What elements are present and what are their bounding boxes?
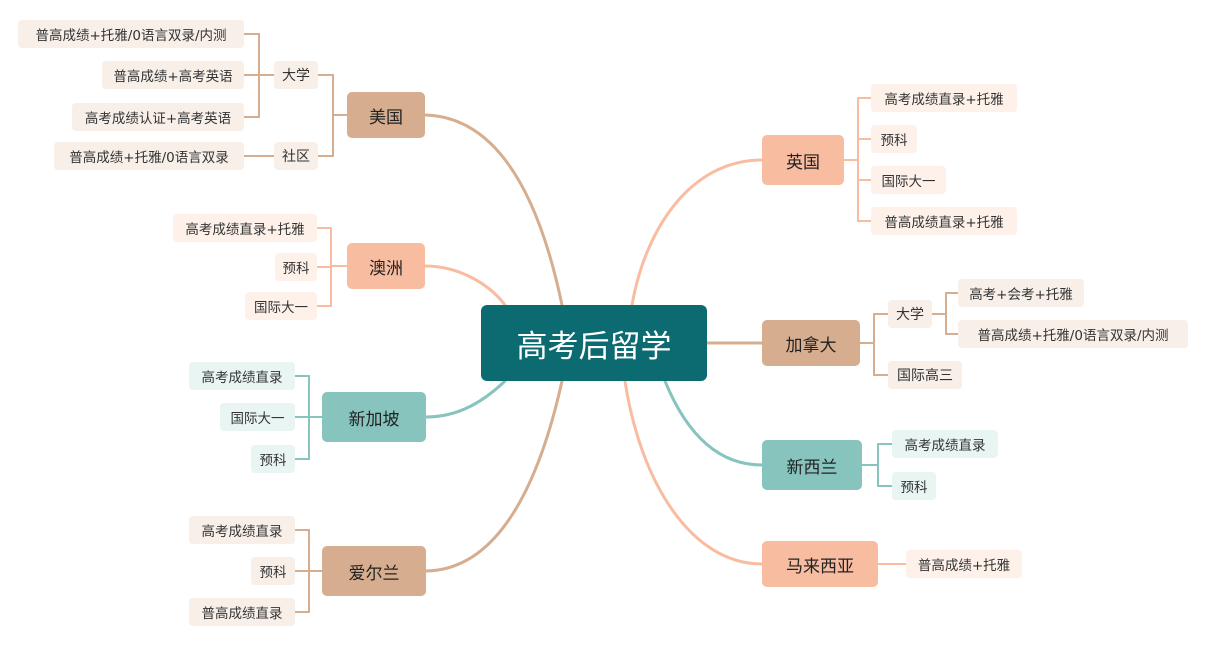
root-topic[interactable]: 高考后留学 [481, 305, 707, 381]
ireland-item[interactable]: 高考成绩直录 [189, 516, 295, 544]
usa-university-item[interactable]: 普高成绩+高考英语 [102, 61, 244, 89]
uk-item[interactable]: 高考成绩直录+托雅 [871, 84, 1017, 112]
singapore-item[interactable]: 国际大一 [220, 403, 295, 431]
uk-item[interactable]: 预科 [871, 125, 917, 153]
new-zealand-item[interactable]: 预科 [892, 472, 936, 500]
link-root-uk [630, 158, 764, 307]
singapore-item[interactable]: 预科 [251, 445, 295, 473]
branch-ireland[interactable]: 爱尔兰 [322, 546, 426, 596]
branch-australia[interactable]: 澳洲 [347, 243, 425, 289]
usa-community-item[interactable]: 普高成绩+托雅/0语言双录 [54, 142, 244, 170]
link-root-malaysia [623, 379, 764, 566]
link-root-singapore [424, 379, 507, 419]
branch-canada[interactable]: 加拿大 [762, 320, 860, 366]
usa-university-item[interactable]: 普高成绩+托雅/0语言双录/内测 [18, 20, 244, 48]
singapore-item[interactable]: 高考成绩直录 [189, 362, 295, 390]
canada-university-item[interactable]: 普高成绩+托雅/0语言双录/内测 [958, 320, 1188, 348]
malaysia-item[interactable]: 普高成绩+托雅 [906, 550, 1022, 578]
usa-group-university[interactable]: 大学 [274, 61, 318, 89]
australia-item[interactable]: 高考成绩直录+托雅 [173, 214, 317, 242]
link-root-australia [423, 264, 507, 307]
canada-group-university[interactable]: 大学 [888, 300, 932, 328]
branch-usa[interactable]: 美国 [347, 92, 425, 138]
canada-group-grade12[interactable]: 国际高三 [888, 361, 962, 389]
australia-item[interactable]: 预科 [275, 253, 317, 281]
branch-malaysia[interactable]: 马来西亚 [762, 541, 878, 587]
usa-university-item[interactable]: 高考成绩认证+高考英语 [72, 103, 244, 131]
link-root-new-zealand [663, 379, 764, 467]
ireland-item[interactable]: 预科 [251, 557, 295, 585]
link-root-ireland [424, 379, 564, 573]
canada-university-item[interactable]: 高考+会考+托雅 [958, 279, 1084, 307]
link-root-usa [423, 113, 564, 307]
branch-singapore[interactable]: 新加坡 [322, 392, 426, 442]
uk-item[interactable]: 普高成绩直录+托雅 [871, 207, 1017, 235]
branch-new-zealand[interactable]: 新西兰 [762, 440, 862, 490]
uk-item[interactable]: 国际大一 [871, 166, 946, 194]
australia-item[interactable]: 国际大一 [245, 292, 317, 320]
branch-uk[interactable]: 英国 [762, 135, 844, 185]
ireland-item[interactable]: 普高成绩直录 [189, 598, 295, 626]
new-zealand-item[interactable]: 高考成绩直录 [892, 430, 998, 458]
usa-group-community[interactable]: 社区 [274, 142, 318, 170]
